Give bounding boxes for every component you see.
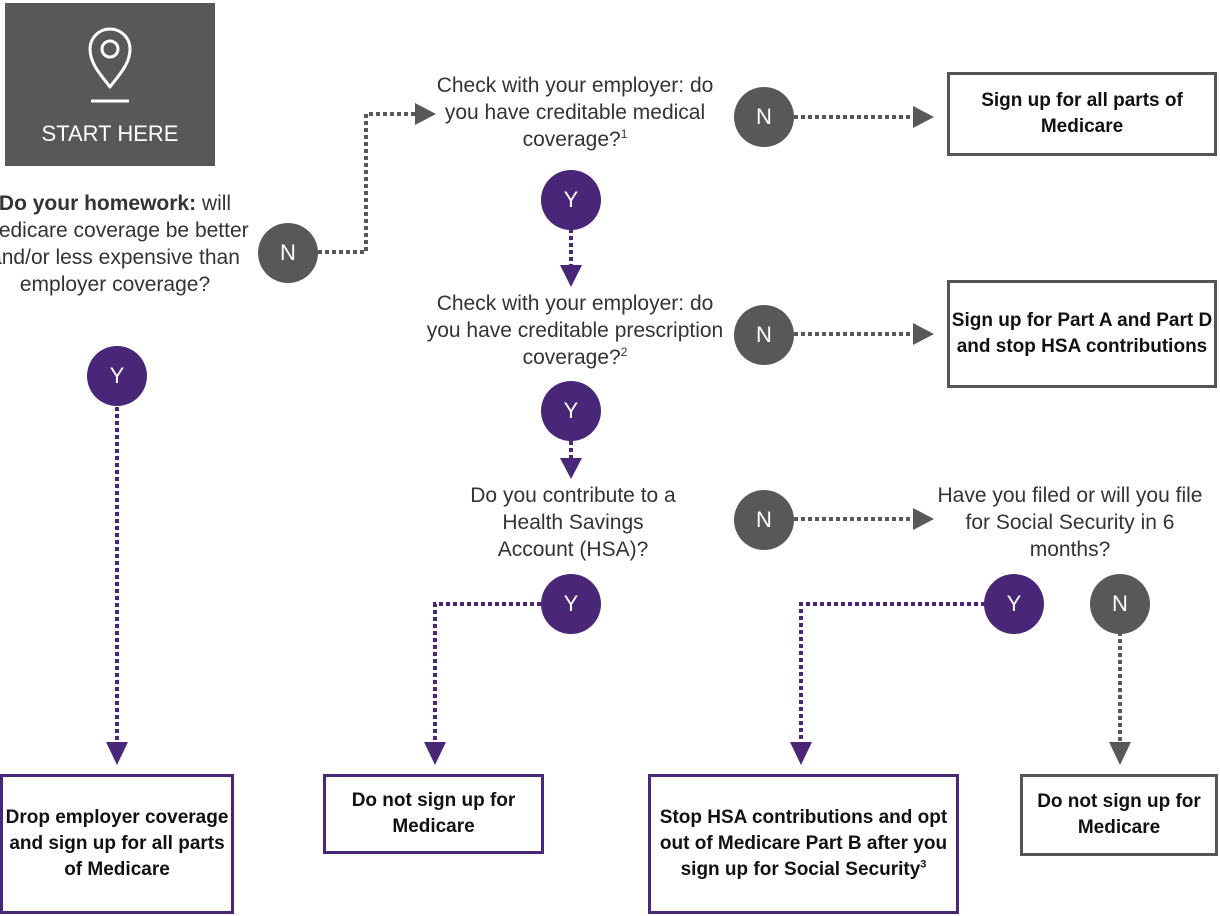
question-homework-text: will Medicare coverage be better and/or … <box>0 192 249 296</box>
question-social-security: Have you filed or will you file for Soci… <box>935 482 1205 563</box>
footnote-1: 1 <box>620 127 628 141</box>
node-hsa-no: N <box>734 490 794 550</box>
outcome-no-sign-hsa: Do not sign up for Medicare <box>323 774 544 854</box>
node-medical-no: N <box>734 87 794 147</box>
start-here-label: START HERE <box>41 121 179 146</box>
outcome-all-parts: Sign up for all parts of Medicare <box>947 72 1217 156</box>
arrowhead-ss-no <box>1109 742 1131 765</box>
node-homework-no: N <box>258 223 318 283</box>
outcome-part-a-d: Sign up for Part A and Part D and stop H… <box>947 280 1217 388</box>
arrowhead-homework-no <box>415 103 436 125</box>
arrowhead-medical-no <box>913 106 934 128</box>
arrowhead-hsa-no <box>913 508 934 530</box>
arrowhead-homework-yes <box>106 742 128 765</box>
arrowhead-prescription-no <box>913 323 934 345</box>
footnote-2: 2 <box>620 345 628 359</box>
arrowhead-prescription-yes <box>560 458 582 479</box>
node-ss-yes: Y <box>984 574 1044 634</box>
question-medical: Check with your employer: do you have cr… <box>425 72 725 153</box>
node-prescription-no: N <box>734 305 794 365</box>
question-homework: Do your homework: will Medicare coverage… <box>0 190 255 298</box>
question-homework-bold: Do your homework: <box>0 192 197 215</box>
arrowhead-hsa-yes <box>424 742 446 765</box>
outcome-part-a-d-text: Sign up for Part A and Part D and stop H… <box>951 310 1213 357</box>
footnote-3: 3 <box>920 858 927 871</box>
node-homework-yes: Y <box>87 346 147 406</box>
question-hsa-text: Do you contribute to a Health Savings Ac… <box>470 484 676 561</box>
outcome-drop-employer-text: Drop employer coverage and sign up for a… <box>5 807 229 880</box>
outcome-stop-hsa-text: Stop HSA contributions and opt out of Me… <box>659 807 948 880</box>
connector-ss-yes <box>799 602 985 744</box>
question-hsa: Do you contribute to a Health Savings Ac… <box>468 482 678 563</box>
arrowhead-medical-yes <box>560 265 582 287</box>
location-pin-icon <box>88 27 132 103</box>
node-hsa-yes: Y <box>541 574 601 634</box>
connector-hsa-yes <box>433 602 541 744</box>
question-prescription: Check with your employer: do you have cr… <box>425 290 725 371</box>
start-here-block: START HERE <box>5 3 215 166</box>
node-medical-yes: Y <box>541 170 601 230</box>
outcome-all-parts-text: Sign up for all parts of Medicare <box>981 90 1183 137</box>
connector-homework-no <box>318 112 418 254</box>
question-social-security-text: Have you filed or will you file for Soci… <box>937 484 1203 561</box>
outcome-stop-hsa: Stop HSA contributions and opt out of Me… <box>648 774 959 914</box>
outcome-no-sign-ss-text: Do not sign up for Medicare <box>1037 791 1201 838</box>
outcome-no-sign-ss: Do not sign up for Medicare <box>1020 774 1218 856</box>
outcome-drop-employer: Drop employer coverage and sign up for a… <box>0 774 234 914</box>
question-prescription-text: Check with your employer: do you have cr… <box>426 292 724 369</box>
outcome-stop-hsa-content: Stop HSA contributions and opt out of Me… <box>651 805 956 883</box>
question-medical-text: Check with your employer: do you have cr… <box>436 74 714 151</box>
node-ss-no: N <box>1090 574 1150 634</box>
node-prescription-yes: Y <box>541 381 601 441</box>
arrowhead-ss-yes <box>790 742 812 765</box>
outcome-no-sign-hsa-text: Do not sign up for Medicare <box>351 790 516 837</box>
